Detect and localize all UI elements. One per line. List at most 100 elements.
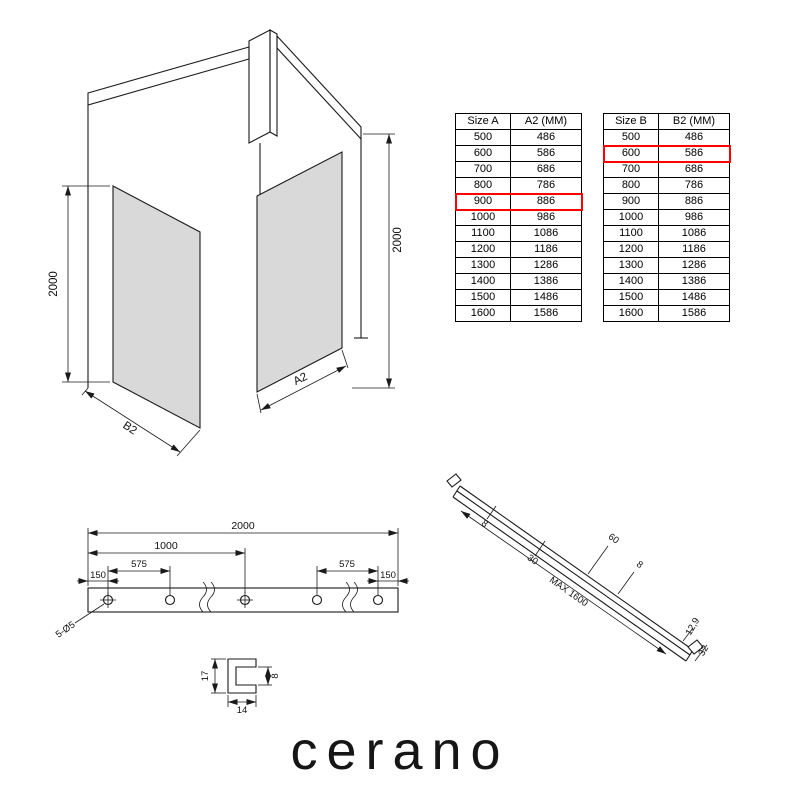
table-cell: 800 bbox=[603, 177, 659, 194]
table-cell: 1500 bbox=[455, 289, 511, 306]
table-cell: 1086 bbox=[658, 225, 730, 242]
dim-bar-32: 32 bbox=[696, 643, 711, 658]
drill-hole bbox=[164, 594, 176, 606]
table-cell: 886 bbox=[510, 193, 582, 210]
table-cell: 1200 bbox=[603, 241, 659, 258]
table-cell: 900 bbox=[603, 193, 659, 210]
table-cell: 986 bbox=[658, 209, 730, 226]
table-cell: 1600 bbox=[603, 305, 659, 322]
table-cell: 600 bbox=[603, 145, 659, 162]
table-cell: 1386 bbox=[510, 273, 582, 290]
column-header: A2 (MM) bbox=[510, 113, 582, 130]
table-cell: 1086 bbox=[510, 225, 582, 242]
column-header: Size B bbox=[603, 113, 659, 130]
table-cell: 1486 bbox=[510, 289, 582, 306]
dim-line-max-length bbox=[460, 510, 667, 655]
dim-line-a2 bbox=[260, 365, 347, 411]
dim-575-left: 575 bbox=[131, 559, 147, 570]
dim-150-right: 150 bbox=[380, 570, 396, 581]
dim-bar-30: 30 bbox=[525, 552, 540, 567]
table-cell: 1500 bbox=[603, 289, 659, 306]
table-cell: 686 bbox=[510, 161, 582, 178]
dim-section-width: 14 bbox=[237, 705, 248, 716]
dim-b2-label: B2 bbox=[120, 420, 138, 438]
dim-section-height: 17 bbox=[200, 671, 211, 682]
table-cell: 986 bbox=[510, 209, 582, 226]
table-cell: 486 bbox=[510, 129, 582, 146]
table-cell: 686 bbox=[658, 161, 730, 178]
table-cell: 1286 bbox=[658, 257, 730, 274]
table-cell: 1586 bbox=[658, 305, 730, 322]
table-cell: 500 bbox=[455, 129, 511, 146]
top-rail-right bbox=[276, 34, 362, 141]
table-cell: 1100 bbox=[603, 225, 659, 242]
column-header: Size A bbox=[455, 113, 511, 130]
bar-edge bbox=[459, 485, 694, 651]
break-mark bbox=[199, 581, 207, 613]
table-cell: 1186 bbox=[658, 241, 730, 258]
table-cell: 1586 bbox=[510, 305, 582, 322]
table-cell: 1600 bbox=[455, 305, 511, 322]
table-cell: 500 bbox=[603, 129, 659, 146]
glass-panel-right bbox=[256, 151, 343, 393]
table-cell: 786 bbox=[510, 177, 582, 194]
wall-profile-drawing: 2000 1000 575 575 150 150 bbox=[54, 520, 409, 641]
dim-section-slot: 8 bbox=[270, 673, 281, 678]
table-cell: 700 bbox=[455, 161, 511, 178]
table-cell: 700 bbox=[603, 161, 659, 178]
brand-logo: cerano bbox=[290, 721, 510, 781]
top-rail-left bbox=[87, 46, 250, 106]
dim-bar-60: 60 bbox=[606, 531, 621, 546]
table-cell: 1486 bbox=[658, 289, 730, 306]
table-cell: 486 bbox=[658, 129, 730, 146]
table-cell: 1400 bbox=[455, 273, 511, 290]
table-cell: 600 bbox=[455, 145, 511, 162]
break-mark bbox=[342, 581, 350, 613]
table-cell: 886 bbox=[658, 193, 730, 210]
stabilizer-bar-drawing: MAX 1600 8 30 60 8 12,9 32 bbox=[446, 473, 711, 662]
dim-150-left: 150 bbox=[90, 570, 106, 581]
wall-bracket-top bbox=[446, 473, 462, 488]
table-cell: 1000 bbox=[455, 209, 511, 226]
table-cell: 586 bbox=[658, 145, 730, 162]
break-mark bbox=[207, 581, 215, 613]
dim-height-right: 2000 bbox=[392, 227, 404, 253]
corner-post-side bbox=[269, 29, 278, 137]
table-cell: 1286 bbox=[510, 257, 582, 274]
table-cell: 1300 bbox=[455, 257, 511, 274]
table-cell: 900 bbox=[455, 193, 511, 210]
table-cell: 1000 bbox=[603, 209, 659, 226]
wall-bracket-bottom bbox=[687, 639, 704, 655]
table-cell: 1100 bbox=[455, 225, 511, 242]
dim-bar-8b: 8 bbox=[634, 559, 645, 571]
c-profile-shape bbox=[227, 658, 257, 694]
